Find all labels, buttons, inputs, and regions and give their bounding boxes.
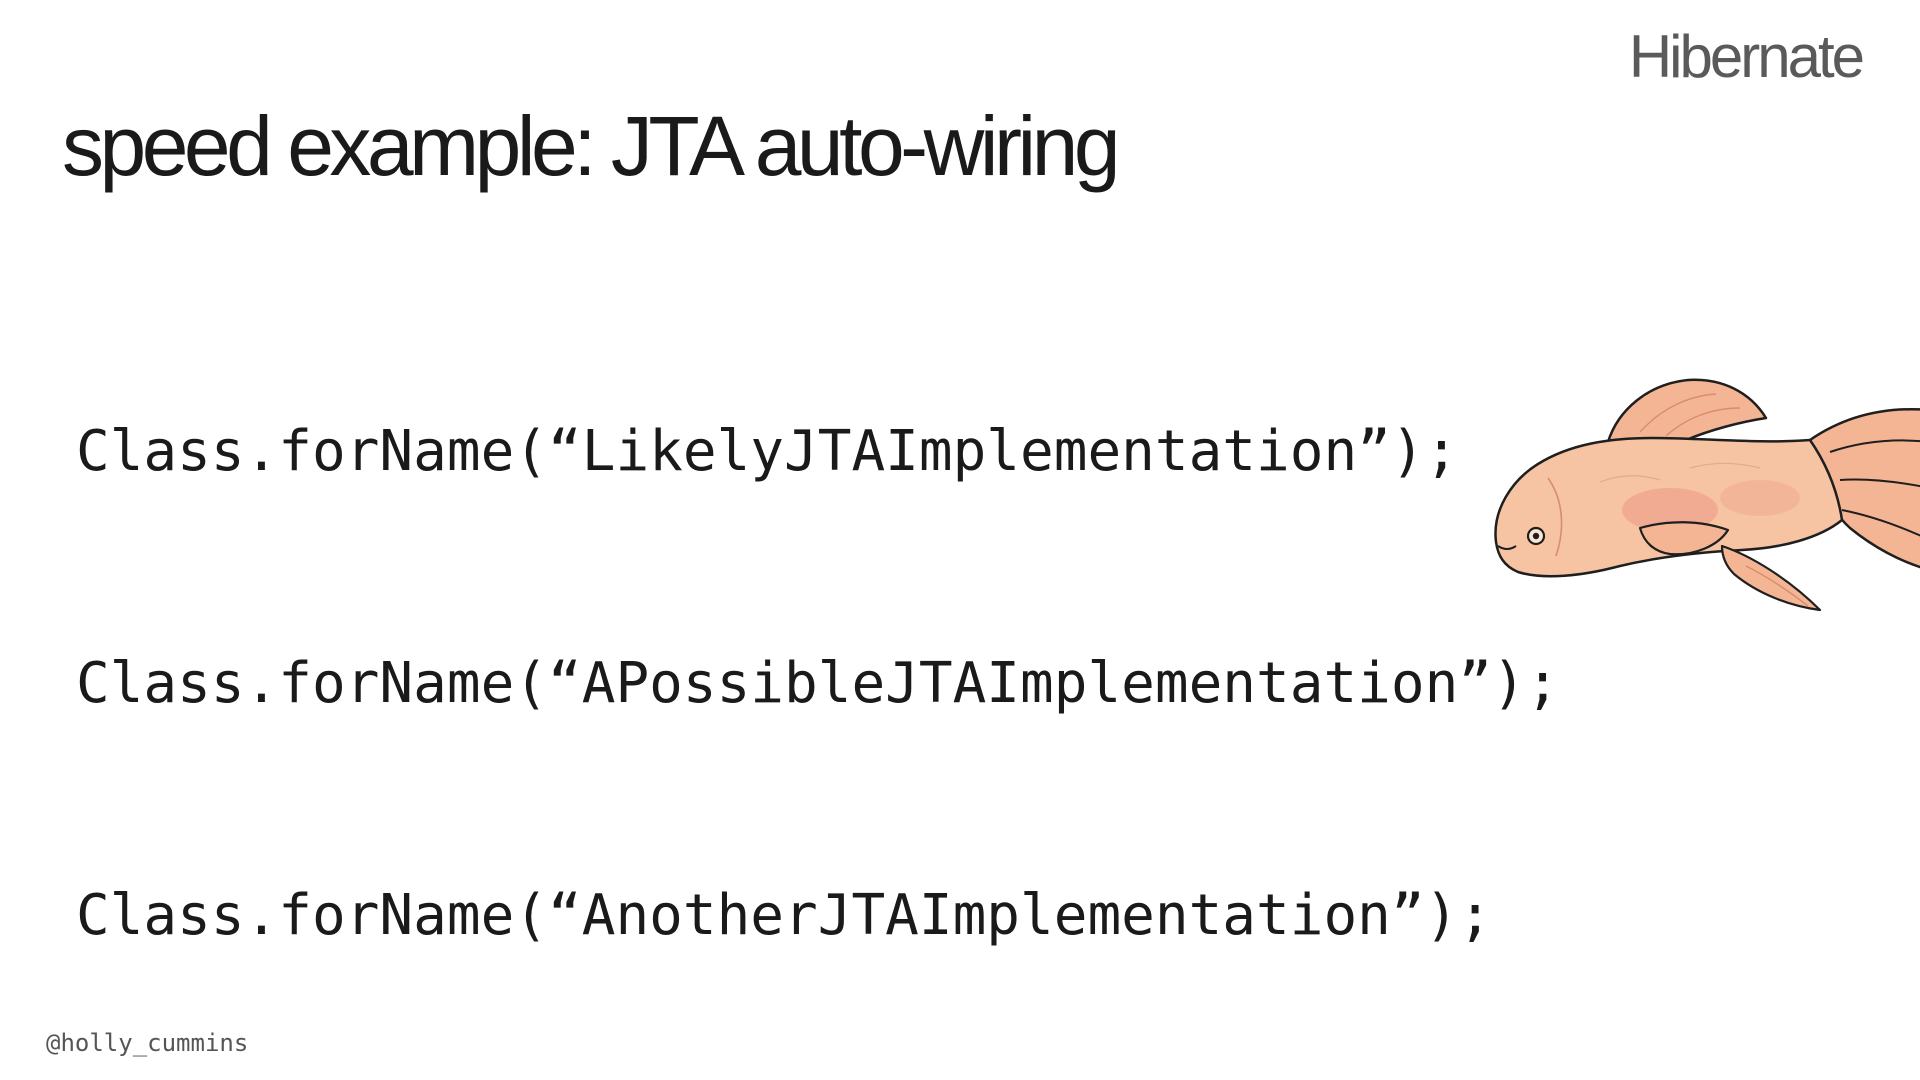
slide-title: speed example: JTA auto-wiring (62, 99, 1121, 193)
code-line: Class.forName(“APossibleJTAImplementatio… (76, 651, 1560, 716)
brand-label: Hibernate (1628, 23, 1865, 90)
code-block: Class.forName(“LikelyJTAImplementation”)… (76, 286, 1559, 1080)
ventral-fin (1720, 544, 1822, 612)
code-line: Class.forName(“LikelyJTAImplementation”)… (76, 419, 1459, 484)
code-line: Class.forName(“AnotherJTAImplementation”… (76, 883, 1493, 948)
author-handle: @holly_cummins (46, 1029, 249, 1057)
pectoral-fin (1638, 521, 1730, 556)
dorsal-fin (1606, 378, 1768, 447)
goldfish-icon (1494, 378, 1920, 612)
fish-body (1494, 436, 1844, 578)
